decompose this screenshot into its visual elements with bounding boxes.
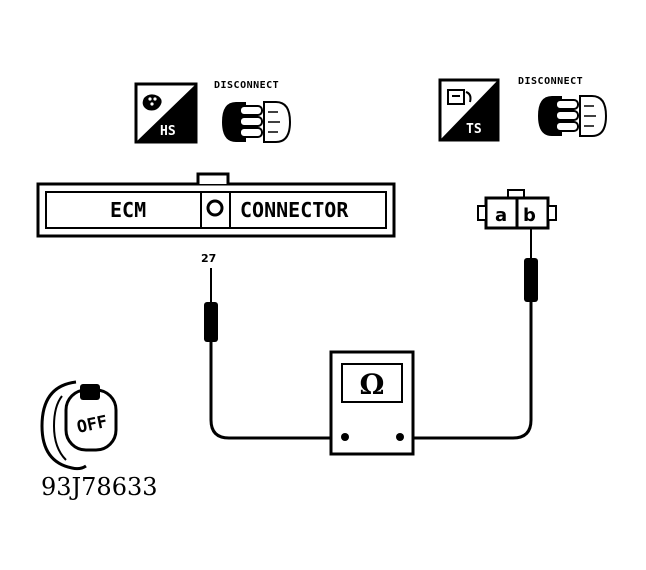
hs-symbol-group: HS DISCONNECT (134, 80, 292, 144)
hs-label: HS (160, 124, 176, 139)
ecm-connector: ECM CONNECTOR 27 (36, 172, 396, 265)
ecm-label: ECM (110, 198, 146, 222)
ohmmeter: Ω (329, 350, 415, 456)
left-test-lead (204, 268, 344, 440)
ts-label: TS (466, 122, 482, 137)
hs-disconnected-connector-icon (222, 101, 292, 143)
pin-number-label: 27 (201, 252, 216, 265)
sensor-connector: a b (477, 189, 557, 230)
ts-symbol-group: TS DISCONNECT (438, 76, 608, 142)
connector-label: CONNECTOR (240, 198, 349, 222)
ecm-lock-hole-icon (206, 199, 224, 217)
ts-disconnected-connector-icon (538, 95, 608, 137)
terminal-side-icon: TS (438, 78, 500, 142)
harness-side-icon: HS (134, 82, 198, 144)
ignition-key-off-icon: OFF (40, 380, 118, 471)
ts-disconnect-label: DISCONNECT (518, 76, 583, 87)
ohmmeter-negative-jack-icon (341, 433, 349, 441)
hs-disconnect-label: DISCONNECT (214, 80, 279, 91)
terminal-a-label: a (495, 205, 507, 226)
ohmmeter-positive-jack-icon (396, 433, 404, 441)
right-test-lead (401, 228, 538, 440)
terminal-b-label: b (523, 205, 536, 226)
ohm-symbol: Ω (360, 368, 385, 401)
figure-id: 93J78633 (41, 473, 158, 501)
